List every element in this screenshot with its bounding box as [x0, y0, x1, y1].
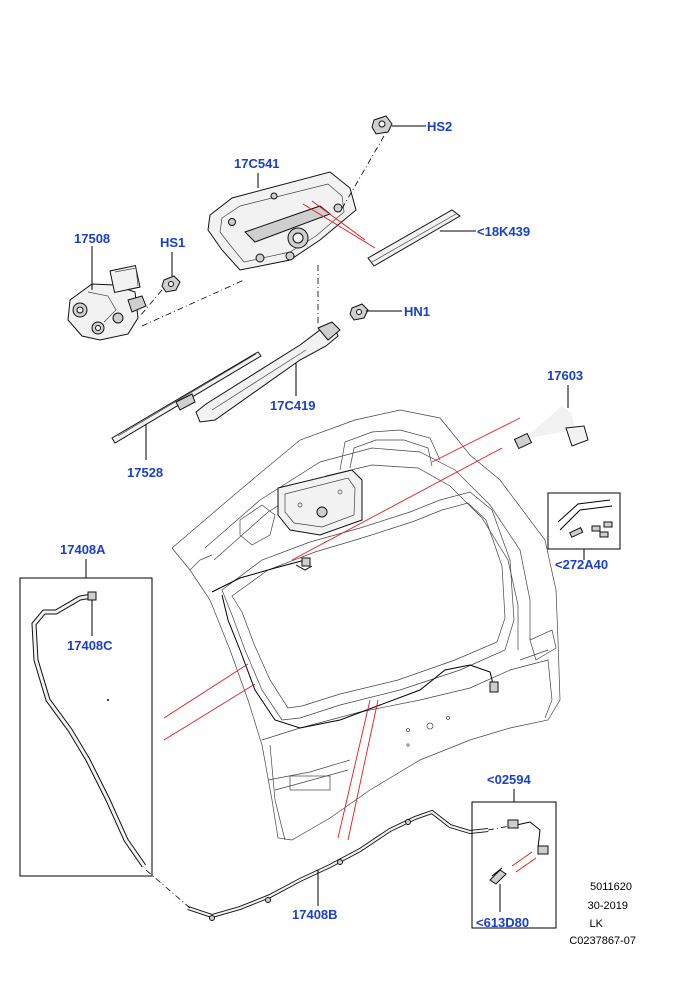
- clip-613d80[interactable]: [489, 867, 507, 885]
- label-17603[interactable]: 17603: [547, 368, 583, 383]
- reference-line-3: LK: [590, 918, 604, 930]
- label-613d80[interactable]: <613D80: [476, 915, 529, 930]
- label-hs1[interactable]: HS1: [160, 235, 185, 250]
- wiper-motor-17508[interactable]: [67, 264, 147, 341]
- label-hn1[interactable]: HN1: [404, 304, 430, 319]
- red-callout-lines: [163, 200, 537, 873]
- kit-272a40[interactable]: [547, 492, 621, 550]
- reference-line-1: 5011620: [590, 881, 632, 893]
- reference-block: 5011620 30-2019 LK C0237867-07: [569, 881, 636, 947]
- tailgate-harness: [211, 557, 499, 729]
- label-272a40[interactable]: <272A40: [555, 557, 608, 572]
- label-02594[interactable]: <02594: [487, 772, 532, 787]
- bolt-hs2[interactable]: [371, 115, 393, 135]
- label-17c541[interactable]: 17C541: [234, 156, 280, 171]
- wiper-blade-17528[interactable]: [111, 351, 262, 444]
- part-labels: HS2 17C541 <18K439 17508 HS1 HN1 17C419 …: [60, 119, 608, 930]
- wiper-arm-17c419[interactable]: [195, 321, 341, 423]
- washer-hose-17408a[interactable]: [19, 577, 153, 877]
- label-hs2[interactable]: HS2: [427, 119, 452, 134]
- washer-hose-17603[interactable]: [513, 406, 589, 450]
- reference-line-4: C0237867-07: [569, 935, 636, 947]
- reference-line-2: 30-2019: [588, 900, 628, 912]
- washer-hose-17408b[interactable]: [187, 809, 489, 921]
- label-17508[interactable]: 17508: [74, 231, 110, 246]
- leader-lines: [85, 125, 585, 912]
- label-17c419[interactable]: 17C419: [270, 398, 316, 413]
- label-17408a[interactable]: 17408A: [60, 542, 106, 557]
- label-17408b[interactable]: 17408B: [292, 907, 338, 922]
- wiper-cover-17c541[interactable]: [207, 171, 357, 271]
- nut-hn1[interactable]: [349, 303, 369, 321]
- nut-hs1[interactable]: [161, 275, 181, 293]
- tailgate-assembly: [171, 409, 561, 841]
- label-18k439[interactable]: <18K439: [477, 224, 530, 239]
- label-17528[interactable]: 17528: [127, 465, 163, 480]
- trim-strip-18k439[interactable]: [367, 209, 461, 267]
- label-17408c[interactable]: 17408C: [67, 638, 113, 653]
